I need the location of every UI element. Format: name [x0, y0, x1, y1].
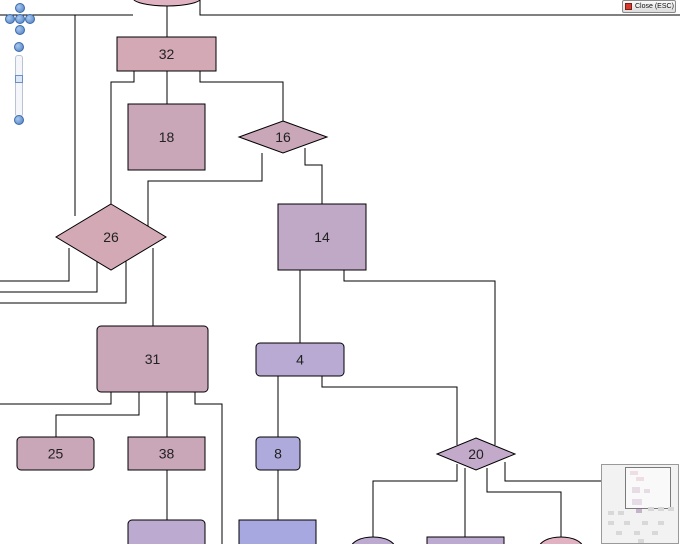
- node-14[interactable]: 14: [277, 203, 367, 271]
- node-label: 32: [159, 46, 175, 62]
- minimap-node: [618, 511, 624, 515]
- partial-node-bottom: [238, 519, 317, 544]
- partial-node-top: [133, 0, 201, 7]
- connector-line: [147, 153, 263, 226]
- connector-line: [110, 71, 135, 204]
- close-button[interactable]: Close (ESC): [622, 0, 676, 13]
- minimap-node: [638, 539, 644, 543]
- connector-line: [504, 462, 610, 482]
- node-4[interactable]: 4: [255, 342, 345, 377]
- connector-line: [343, 270, 496, 445]
- pan-left-icon[interactable]: [5, 14, 15, 24]
- partial-node-bottom: [539, 536, 583, 544]
- nodes: 32 18 16 26 14 31 4 25 38 8 20: [16, 36, 517, 471]
- minimap-node: [636, 509, 642, 513]
- zoom-out-icon[interactable]: [14, 115, 24, 125]
- node-shape: [255, 436, 301, 471]
- minimap-node: [616, 531, 622, 535]
- node-25[interactable]: 25: [16, 436, 95, 471]
- navigation-controls: [3, 3, 37, 125]
- pan-up-icon[interactable]: [15, 3, 25, 13]
- node-26[interactable]: 26: [55, 203, 167, 271]
- node-label: 25: [48, 446, 64, 462]
- connector-line: [0, 255, 127, 304]
- node-label: 18: [159, 129, 175, 145]
- overview-minimap[interactable]: [601, 464, 679, 544]
- node-shape: [127, 436, 206, 471]
- node-8[interactable]: 8: [255, 436, 301, 471]
- minimap-node: [658, 507, 664, 511]
- node-shape: [116, 36, 217, 72]
- partial-node-bottom: [127, 519, 206, 544]
- minimap-node: [658, 521, 664, 525]
- node-label: 16: [275, 129, 291, 145]
- pan-center-icon[interactable]: [15, 14, 25, 24]
- node-16[interactable]: 16: [237, 120, 329, 154]
- node-shape: [237, 120, 329, 154]
- minimap-node: [642, 521, 648, 525]
- node-label: 26: [103, 229, 119, 245]
- partial-node-bottom: [351, 536, 395, 544]
- connector-line: [199, 71, 284, 121]
- zoom-slider-track[interactable]: [15, 55, 23, 117]
- minimap-node: [634, 531, 640, 535]
- connector-line: [0, 392, 112, 405]
- node-label: 4: [296, 352, 304, 368]
- connector-line: [55, 392, 140, 437]
- connector-line: [0, 259, 98, 293]
- connector-line: [486, 468, 562, 544]
- close-icon: [625, 3, 632, 10]
- zoom-slider-handle[interactable]: [15, 75, 23, 83]
- connector-line: [321, 376, 458, 445]
- close-button-label: Close (ESC): [635, 3, 674, 10]
- connector-line: [372, 464, 458, 544]
- minimap-node: [648, 507, 654, 511]
- node-shape: [16, 436, 95, 471]
- node-shape: [255, 342, 345, 377]
- partial-nodes: [127, 0, 583, 544]
- node-label: 38: [159, 446, 175, 462]
- node-38[interactable]: 38: [127, 436, 206, 471]
- connector-line: [194, 392, 223, 544]
- minimap-node: [608, 511, 614, 515]
- node-20[interactable]: 20: [435, 437, 517, 471]
- connector-line: [199, 0, 680, 16]
- minimap-node: [608, 521, 614, 525]
- minimap-node: [652, 531, 658, 535]
- connector-line: [0, 248, 70, 282]
- zoom-in-icon[interactable]: [14, 42, 24, 52]
- minimap-node: [668, 507, 674, 511]
- node-shape: [96, 325, 209, 393]
- connector-line: [304, 148, 323, 204]
- node-shape: [277, 203, 367, 271]
- node-32[interactable]: 32: [116, 36, 217, 72]
- minimap-viewport[interactable]: [625, 467, 671, 509]
- node-label: 31: [145, 351, 161, 367]
- minimap-node: [624, 521, 630, 525]
- node-shape: [127, 103, 206, 171]
- node-31[interactable]: 31: [96, 325, 209, 393]
- node-label: 8: [274, 446, 282, 462]
- node-label: 14: [314, 229, 330, 245]
- node-shape: [55, 203, 167, 271]
- node-shape: [435, 437, 517, 471]
- partial-node-bottom: [426, 536, 505, 544]
- node-label: 20: [468, 446, 484, 462]
- pan-down-icon[interactable]: [15, 25, 25, 35]
- pan-right-icon[interactable]: [25, 14, 35, 24]
- node-18[interactable]: 18: [127, 103, 206, 171]
